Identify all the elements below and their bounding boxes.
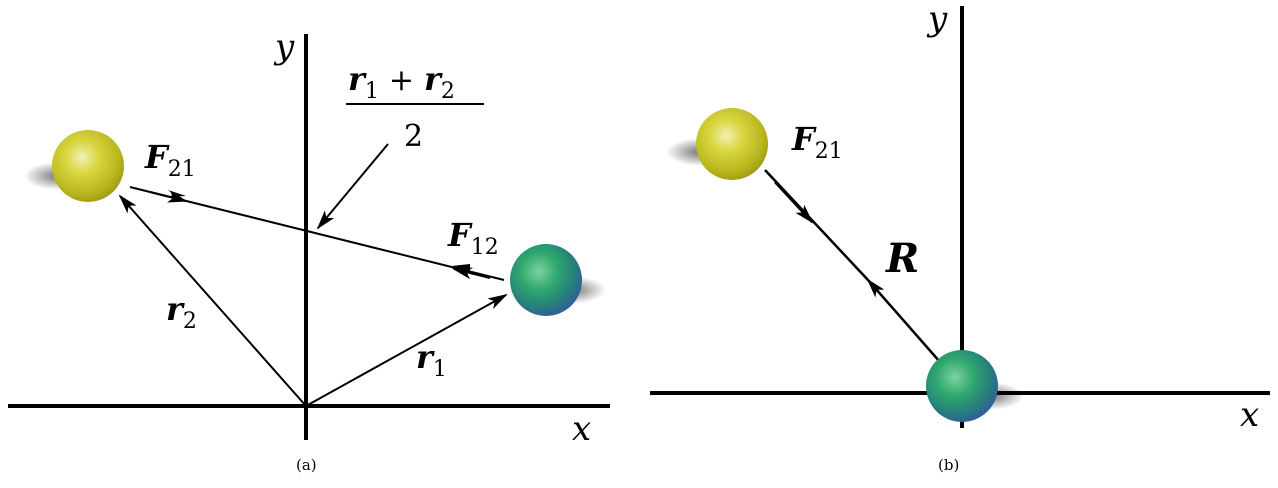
midpoint-pointer — [316, 143, 389, 230]
caption-b: (b) — [938, 456, 959, 474]
force-21-arrow-a — [149, 190, 188, 203]
x-axis-label-b: x — [1240, 395, 1259, 435]
frac-plus: + — [389, 63, 414, 98]
r2-vector — [118, 194, 307, 407]
frac-r1: r — [348, 60, 367, 98]
panel-b: y x F21 R (b) — [650, 0, 1270, 474]
r2-label: r2 — [166, 290, 197, 334]
force-21-label-b: F21 — [791, 120, 843, 164]
force-21-arrow-b — [774, 181, 814, 224]
frac-r2-sub: 2 — [441, 79, 455, 104]
force-21-arrowhead-a — [168, 190, 186, 197]
r1-label: r1 — [416, 338, 447, 382]
y-axis-label-a: y — [273, 27, 295, 67]
r1-vector — [305, 294, 508, 407]
force-12-label-a: F12 — [447, 216, 499, 260]
x-axis-label-a: x — [572, 409, 591, 449]
frac-r2: r — [424, 60, 443, 98]
frac-r1-sub: 1 — [365, 79, 379, 104]
frac-denominator: 2 — [404, 119, 423, 154]
yellow-ball-a — [52, 130, 124, 202]
R-label: R — [885, 235, 919, 282]
green-ball-a — [510, 244, 582, 316]
yellow-ball-b — [696, 108, 768, 180]
force-12-arrow-a — [452, 267, 491, 280]
green-ball-b — [926, 350, 998, 422]
caption-a: (a) — [296, 456, 317, 474]
midpoint-label: r1+r2 2 — [346, 60, 484, 154]
y-axis-label-b: y — [926, 0, 948, 39]
connecting-line-a — [129, 186, 505, 281]
svg-text:r1+r2: r1+r2 — [348, 60, 455, 104]
force-21-label-a: F21 — [144, 138, 196, 182]
R-vector — [866, 278, 941, 363]
panel-a: y x r1+r2 2 F21 F1 — [8, 27, 610, 474]
